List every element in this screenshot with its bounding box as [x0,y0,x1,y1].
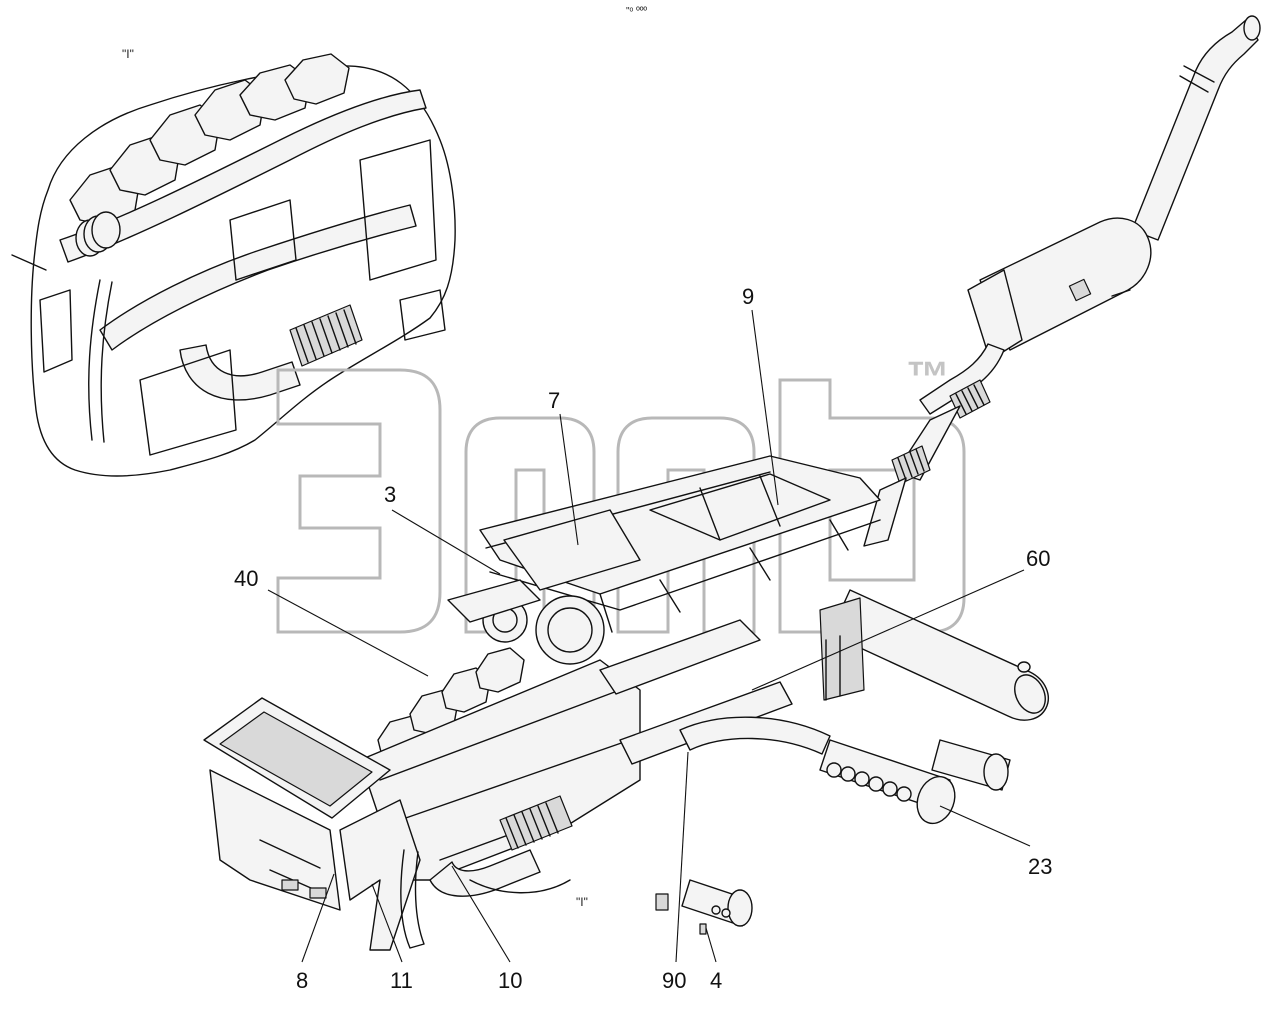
muffler-end-plate [967,269,1023,361]
inset-vertical-tube [88,279,113,443]
inset-view-mark: "I" [122,47,134,61]
inset-flex-hose [289,304,363,367]
callout-labels: 9 7 3 40 60 23 8 11 10 90 4 [234,284,1052,993]
clamp-assembly-23 [819,739,1011,825]
inset-exhaust-manifold [59,89,427,263]
tail-muffler [829,589,1049,721]
tail-muffler-outlet [1014,674,1046,714]
header-text: "ᵒ ººº [626,6,647,17]
callout-60: 60 [1026,546,1050,571]
callout-4: 4 [710,968,722,993]
callout-3: 3 [384,482,396,507]
chassis-frame-rails [485,471,881,633]
tail-muffler-cap [1017,661,1031,673]
connecting-pipe-23 [679,716,831,755]
front-bumper [209,769,341,911]
clamp-assembly-4 [655,879,753,935]
main-exhaust-pipe [599,619,761,695]
callout-23: 23 [1028,854,1052,879]
callout-40: 40 [234,566,258,591]
inset-elbow-pipe [179,344,301,401]
callout-9: 9 [742,284,754,309]
flex-joint-lower [891,445,931,485]
leader-lines [267,309,1031,963]
main-view-mark: "I" [576,895,588,909]
muffler-label-plate [1068,278,1092,302]
muffler-down-pipe [919,343,1005,415]
mount-bracket-right [819,597,865,701]
callout-8: 8 [296,968,308,993]
inset-bellows [75,211,121,257]
flex-hose-main [499,795,573,851]
inset-intake-pipe [99,204,417,351]
inset-view: "I" [11,47,456,477]
view-arc [469,879,571,894]
exhaust-stack-pipe [1131,19,1259,241]
main-assembly: "I" [203,15,1261,951]
callout-7: 7 [548,388,560,413]
exhaust-stack-outlet [1243,15,1261,41]
support-bracket [339,799,421,951]
air-box-flange [447,579,541,623]
inset-cylinder-heads [69,53,350,226]
cover-panel-9 [649,473,831,541]
turbocharger [535,595,605,665]
main-elbow-pipe [429,849,541,897]
callout-11: 11 [390,968,413,993]
callout-10: 10 [498,968,522,993]
callout-90: 90 [662,968,686,993]
muffler-body [979,217,1152,351]
radiator-core [219,711,373,807]
